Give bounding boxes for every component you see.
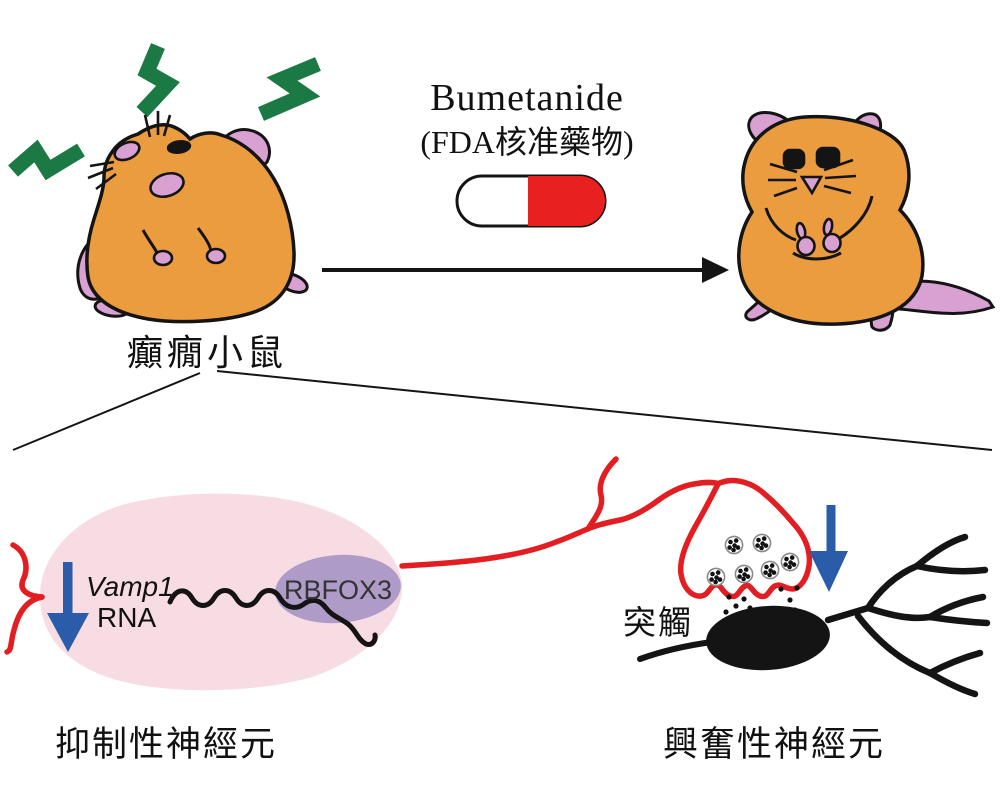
mouse-eye: [815, 146, 841, 169]
drug-name-label: Bumetanide: [430, 77, 624, 119]
mouse-paw: [205, 247, 227, 265]
right-arrow-icon: [322, 257, 729, 283]
mouse-eye: [166, 140, 192, 154]
mouse-paw: [796, 235, 816, 257]
mouse-whiskers: [768, 158, 857, 198]
rbfox3-protein: [275, 554, 401, 624]
excitatory-dendrites: [824, 533, 991, 698]
epileptic-mouse-illustration: [76, 111, 309, 324]
mouse-body: [85, 123, 296, 324]
vamp1-gene-label: Vamp1: [86, 571, 174, 602]
excitatory-neuron: [637, 533, 991, 698]
mouse-cheek: [149, 171, 185, 199]
inhibitory-neuron-cell: [4, 493, 403, 691]
synapse-label: 突觸: [623, 606, 693, 642]
rbfox3-label: RBFOX3: [283, 575, 393, 605]
synapse-bouton: [677, 477, 813, 618]
mouse-paw: [822, 232, 842, 254]
red-dendrites: [4, 542, 45, 655]
mouse-eye: [782, 148, 806, 170]
excitatory-neuron-label: 興奮性神經元: [662, 725, 886, 764]
excitatory-neuron-soma: [706, 605, 830, 671]
red-axon: [399, 456, 723, 569]
mouse-whiskers: [87, 160, 117, 191]
epileptic-mouse-label: 癲癇小鼠: [126, 333, 288, 373]
inhibitory-neuron-label: 抑制性神經元: [54, 725, 278, 764]
mouse-head-tuft: [143, 111, 172, 138]
magnification-lines: [12, 370, 993, 451]
down-arrow-icon: [809, 505, 848, 592]
excitatory-axon-left: [637, 639, 715, 662]
drug-subtitle-label: (FDA核准藥物): [420, 124, 634, 160]
down-arrow-icon: [47, 562, 89, 652]
healthy-mouse-illustration: [737, 110, 996, 332]
mouse-arms: [764, 195, 874, 261]
capsule-red-half: [528, 176, 605, 226]
rna-wavy-line: [167, 588, 378, 647]
lightning-bolt-icon: [8, 43, 321, 181]
capsule-pill-icon: [455, 174, 607, 228]
mouse-nose: [799, 175, 824, 196]
mouse-nose: [113, 140, 141, 162]
axon-branch: [585, 456, 619, 532]
mouse-paw: [152, 249, 174, 267]
rna-label: RNA: [97, 602, 157, 633]
